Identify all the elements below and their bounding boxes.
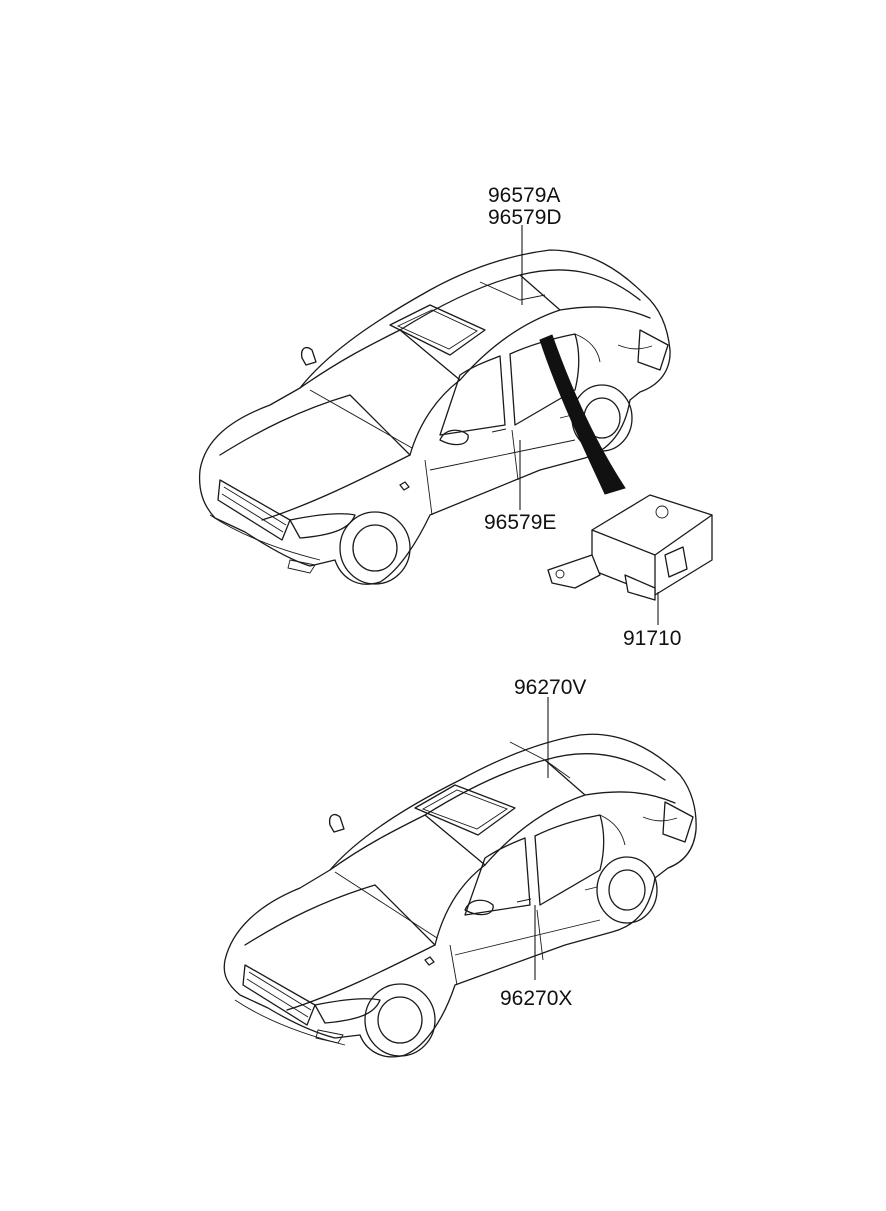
callout-96270V: 96270V xyxy=(514,676,586,699)
upper-vehicle-drawing xyxy=(198,249,671,585)
callout-96579D: 96579D xyxy=(488,206,562,229)
control-module-drawing xyxy=(547,494,713,601)
lower-vehicle-drawing xyxy=(223,733,697,1058)
upper-vehicle-body-outline xyxy=(198,249,671,585)
callout-96579A: 96579A xyxy=(488,184,560,207)
lower-vehicle-body-outline xyxy=(223,733,697,1058)
harness-arrow xyxy=(539,334,626,495)
lower-front-wheel xyxy=(364,983,436,1057)
callout-91710: 91710 xyxy=(623,627,681,650)
upper-front-wheel xyxy=(339,511,411,585)
callout-96270X: 96270X xyxy=(500,987,572,1010)
callout-96579E: 96579E xyxy=(484,511,556,534)
lower-rear-wheel xyxy=(596,856,658,924)
